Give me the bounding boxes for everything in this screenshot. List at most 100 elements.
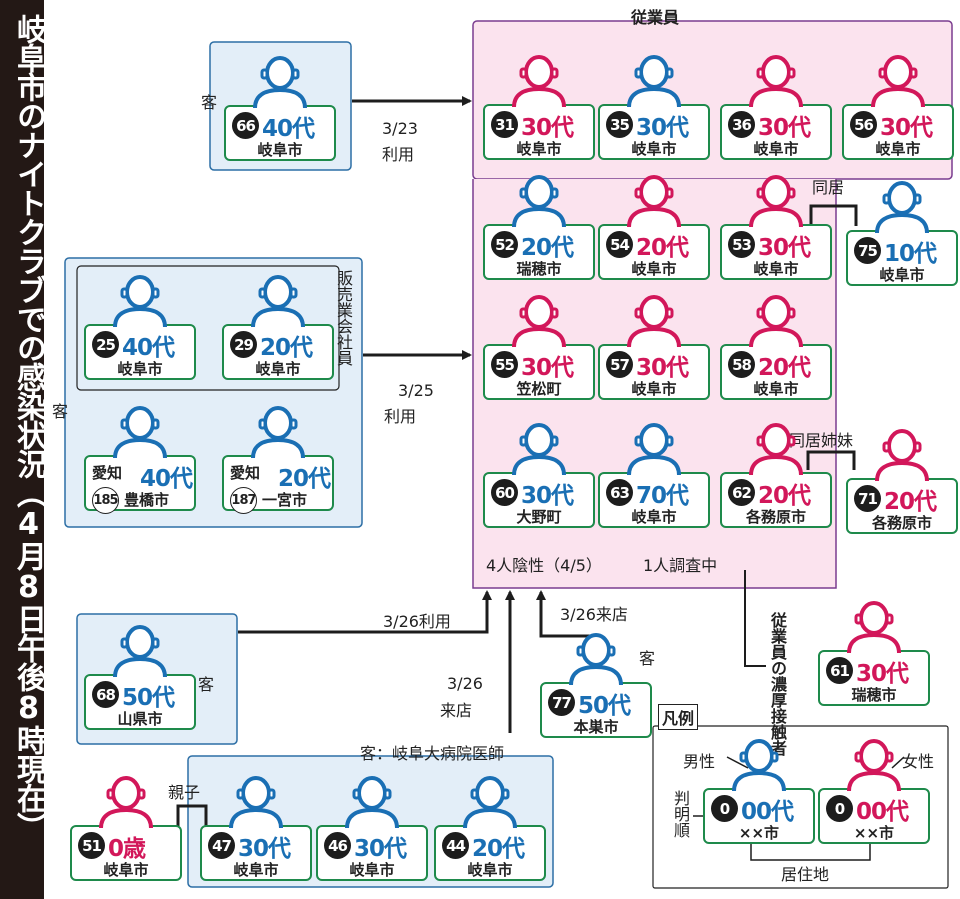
case-number-badge: 0	[711, 795, 738, 822]
male-person-icon	[251, 406, 305, 459]
case-city: 大野町	[516, 508, 562, 526]
case-city: 一宮市	[262, 491, 308, 509]
case-age: 50代	[122, 685, 175, 711]
case-city: 岐阜市	[233, 861, 279, 879]
employees-group-label: 従業員	[631, 8, 680, 27]
case-number-badge: 36	[728, 111, 755, 138]
edge-label-3-26-visit-77: 3/26来店	[560, 605, 628, 624]
case-number-badge: 185	[92, 487, 119, 514]
male-person-icon	[345, 776, 399, 829]
case-age: 40代	[140, 466, 193, 492]
case-city: 岐阜市	[467, 861, 513, 879]
sisters-note: 同居姉妹	[789, 431, 854, 450]
case-prefecture: 愛知	[230, 464, 261, 482]
case-age: 20代	[636, 235, 689, 261]
case-age: 30代	[521, 115, 574, 141]
male-person-icon	[463, 776, 517, 829]
male-person-icon	[732, 739, 786, 792]
edge-label-3-23-use: 利用	[382, 145, 415, 164]
case-city: ××市	[853, 824, 895, 842]
male-person-icon	[251, 275, 305, 328]
case-number-badge: 58	[728, 351, 755, 378]
case-age: 30代	[758, 235, 811, 261]
female-person-icon	[627, 175, 681, 228]
case-number-badge: 53	[728, 231, 755, 258]
case-number-badge: 35	[606, 111, 633, 138]
case-city: 豊橋市	[124, 491, 170, 509]
case-city: 岐阜市	[875, 140, 921, 158]
case-age: 30代	[758, 115, 811, 141]
close-contact-label: 従業員の濃厚接触者	[768, 612, 787, 756]
case-age: 0歳	[108, 836, 146, 862]
title-strip	[0, 0, 44, 899]
edge-label-3-23: 3/23	[382, 119, 418, 138]
diagram-title: 岐阜市のナイトクラブでの感染状況（4月8日午後8時現在）	[11, 14, 46, 841]
male-person-icon	[113, 275, 167, 328]
case-age: 30代	[636, 115, 689, 141]
case-number-badge: 57	[606, 351, 633, 378]
case-age: 30代	[521, 355, 574, 381]
female-person-icon	[871, 55, 925, 108]
case-city: 岐阜市	[753, 380, 799, 398]
female-person-icon	[847, 601, 901, 654]
case-age: 00代	[741, 799, 794, 825]
case-age: 30代	[521, 483, 574, 509]
cohabit-note: 同居	[812, 178, 845, 197]
case-age: 30代	[636, 355, 689, 381]
case-number-badge: 60	[491, 479, 518, 506]
case-age: 20代	[472, 836, 525, 862]
investigating-note: 1人調査中	[643, 556, 718, 575]
case-age: 40代	[262, 116, 315, 142]
case-card-185: 愛知 185 40代豊橋市	[84, 455, 196, 514]
female-person-icon	[749, 175, 803, 228]
female-person-icon	[875, 429, 929, 482]
case-number-badge: 56	[850, 111, 877, 138]
case-prefecture: 愛知	[92, 464, 123, 482]
sales-staff-label: 販売業会社員	[334, 270, 353, 366]
case-number-badge: 47	[208, 832, 235, 859]
guest-label-left: 客	[52, 402, 69, 421]
case-number-badge: 51	[78, 832, 105, 859]
case-city: 各務原市	[871, 514, 932, 532]
female-person-icon	[512, 55, 566, 108]
case-city: 山県市	[117, 710, 163, 728]
case-city: 瑞穂市	[851, 686, 897, 704]
guest-label-68: 客	[198, 675, 215, 694]
case-city: 岐阜市	[117, 360, 163, 378]
case-number-badge: 54	[606, 231, 633, 258]
case-city: 瑞穂市	[516, 260, 562, 278]
case-number-badge: 0	[826, 795, 853, 822]
male-person-icon	[512, 175, 566, 228]
male-person-icon	[569, 633, 623, 686]
sales-panel	[76, 265, 340, 391]
case-city: 岐阜市	[753, 140, 799, 158]
case-number-badge: 46	[324, 832, 351, 859]
male-person-icon	[627, 423, 681, 476]
case-age: 70代	[636, 483, 689, 509]
case-number-badge: 61	[826, 657, 853, 684]
male-person-icon	[627, 55, 681, 108]
case-city: 岐阜市	[631, 380, 677, 398]
edge-label-3-26-visit: 来店	[440, 701, 473, 720]
case-number-badge: 62	[728, 479, 755, 506]
edge-label-3-25: 3/25	[398, 381, 434, 400]
male-person-icon	[512, 423, 566, 476]
case-number-badge: 75	[854, 237, 881, 264]
